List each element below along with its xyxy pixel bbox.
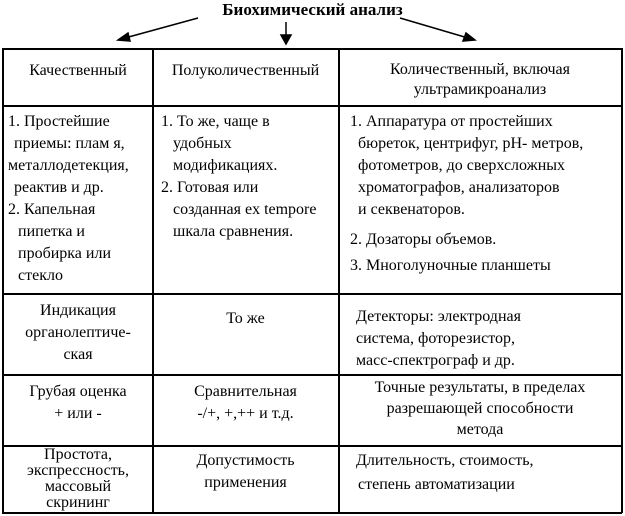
arrow-left-icon xyxy=(124,17,199,39)
header-quantitative: Количественный, включая ультрамикроанали… xyxy=(389,61,570,98)
row2-col2: То же xyxy=(226,310,265,327)
header-semiquantitative: Полуколичественный xyxy=(171,62,320,79)
column-divider xyxy=(152,48,154,513)
row-divider xyxy=(2,445,622,447)
header-qualitative: Качественный xyxy=(29,62,127,79)
page-title: Биохимический анализ xyxy=(222,0,403,19)
row1-col2: 1. То же, чаще в удобных модификациях. 2… xyxy=(161,113,317,240)
row-divider xyxy=(2,105,622,107)
row4-col2: Допустимость применения xyxy=(196,452,295,491)
row1-col3: 1. Аппаратура от простейших бюреток, цен… xyxy=(350,113,584,274)
arrows xyxy=(115,17,477,46)
row-divider xyxy=(2,374,622,376)
row2-col1: Индикация органолептиче- ская xyxy=(25,302,131,363)
table-border-left xyxy=(2,48,4,513)
row3-col3: Точные результаты, в пределах разрешающе… xyxy=(374,379,586,438)
row3-col2: Сравнительная -/+, +,++ и т.д. xyxy=(194,383,297,422)
arrow-right-icon xyxy=(399,17,469,39)
column-divider xyxy=(338,48,340,513)
row1-col1: 1. Простейшие приемы: плам я, металлодет… xyxy=(8,113,129,284)
row3-col1: Грубая оценка + или - xyxy=(29,383,127,422)
row4-col3: Длительность, стоимость, степень автомат… xyxy=(356,452,534,493)
row-divider xyxy=(2,293,622,295)
table-border-top xyxy=(2,48,622,50)
row4-col1: Простота, экспрессность, массовый скрини… xyxy=(27,446,129,511)
table-border-bottom xyxy=(2,512,622,514)
row2-col3: Детекторы: электродная система, фоторези… xyxy=(356,308,521,369)
table-border-right xyxy=(621,48,623,513)
